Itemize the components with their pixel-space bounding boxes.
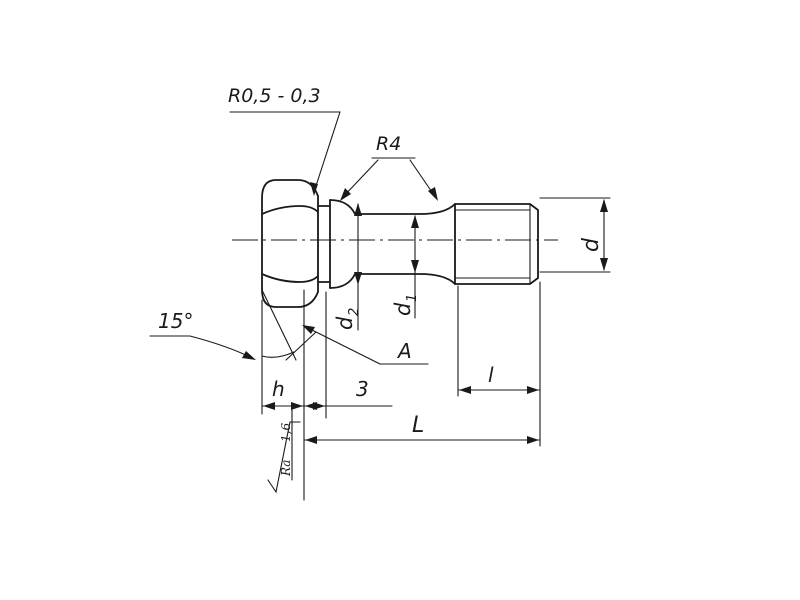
roughness-mark: Ra 1,6 <box>267 409 301 494</box>
head-radius-leader <box>313 111 341 193</box>
diameter-d-label: d <box>579 237 604 252</box>
thread-length-arrow-left <box>459 386 471 394</box>
roughness-symbol-label: Ra <box>279 460 293 477</box>
shank-lower-edge <box>329 273 456 289</box>
diameter-d2-dimension: d 2 <box>333 203 362 331</box>
neck-length-arrow-right <box>313 402 325 410</box>
total-length-arrow-right <box>527 436 539 444</box>
diameter-d-dimension: d <box>539 197 611 273</box>
section-a-marker <box>285 331 317 361</box>
head-radius-arrow <box>310 182 318 196</box>
angle-arc <box>261 351 295 358</box>
angle-chamfer-extension <box>261 289 297 361</box>
diameter-d2-arrow-top <box>354 203 362 216</box>
thread-length-arrow-right <box>527 386 539 394</box>
angle-leader <box>189 335 253 359</box>
head-radius-callout: R0,5 - 0,3 <box>228 85 341 196</box>
neck-radius-callout: R4 <box>340 133 438 201</box>
collar-outline <box>317 199 331 289</box>
diameter-d2-label: d <box>333 316 357 330</box>
thread-outline <box>454 203 539 285</box>
neck-length-label: 3 <box>356 377 369 401</box>
total-length-arrow-left <box>305 436 317 444</box>
thread-length-label: l <box>488 363 494 387</box>
diameter-d1-subscript: 1 <box>405 294 420 302</box>
total-length-label: L <box>412 413 424 438</box>
head-height-arrow-right <box>291 402 303 410</box>
angle-arrow <box>242 351 256 360</box>
diameter-d-arrow-bottom <box>600 258 608 271</box>
chamfer-angle-callout: 15° <box>149 289 297 373</box>
head-height-label: h <box>272 377 285 401</box>
roughness-check-symbol <box>267 421 301 494</box>
section-a-callout: A <box>285 325 429 365</box>
diameter-d-arrow-top <box>600 199 608 212</box>
neck-radius-arrow-right <box>428 187 438 201</box>
bolt-head-outline <box>261 179 319 308</box>
head-length-dimensions: h 3 <box>261 289 393 501</box>
diameter-d2-subscript: 2 <box>347 308 362 316</box>
diameter-d2-arrow-bottom <box>354 272 362 285</box>
head-height-arrow-left <box>263 402 275 410</box>
angle-label: 15° <box>158 309 193 333</box>
head-chamfer-upper <box>261 205 319 215</box>
thread-length-dimension: l <box>457 281 541 447</box>
total-length-dimension: L <box>303 413 541 444</box>
bolt-body <box>261 179 539 308</box>
roughness-value-label: 1,6 <box>279 423 293 442</box>
diameter-d1-dimension: d 1 <box>391 215 420 319</box>
section-a-leader <box>303 325 381 365</box>
head-chamfer-lower <box>261 273 319 283</box>
diameter-d1-arrow-bottom <box>411 260 419 273</box>
neck-radius-label: R4 <box>376 133 401 155</box>
shank-upper-edge <box>329 199 456 215</box>
diameter-d1-arrow-top <box>411 215 419 228</box>
neck-radius-arrow-left <box>340 188 351 201</box>
head-radius-label: R0,5 - 0,3 <box>228 85 321 107</box>
section-a-label: A <box>396 339 412 363</box>
section-a-arrow <box>302 325 315 334</box>
diameter-d1-label: d <box>391 302 415 316</box>
